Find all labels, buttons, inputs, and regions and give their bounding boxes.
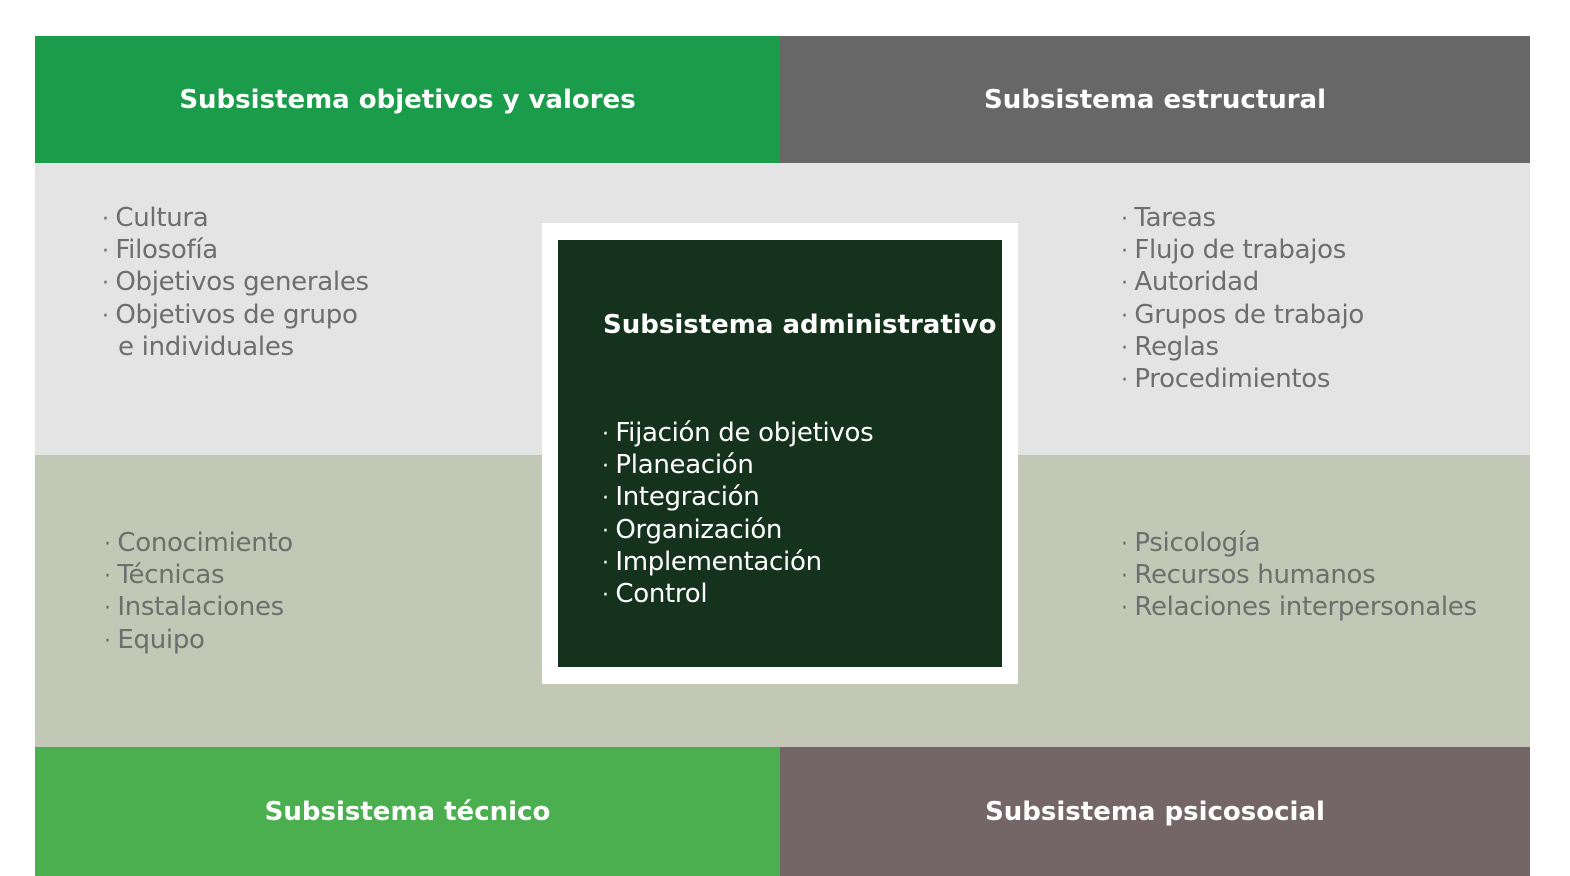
list-item: Planeación (602, 450, 873, 482)
list-item: Autoridad (1121, 267, 1364, 299)
list-item: Objetivos generales (102, 267, 369, 299)
list-psicosocial: Psicología Recursos humanos Relaciones i… (1121, 528, 1477, 625)
list-item: Grupos de trabajo (1121, 300, 1364, 332)
list-item: Flujo de trabajos (1121, 235, 1364, 267)
list-objetivos-valores: Cultura Filosofía Objetivos generales Ob… (102, 203, 369, 364)
header-title: Subsistema estructural (984, 84, 1326, 115)
header-estructural: Subsistema estructural (780, 36, 1530, 163)
list-item: Filosofía (102, 235, 369, 267)
list-item: Tareas (1121, 203, 1364, 235)
header-psicosocial: Subsistema psicosocial (780, 747, 1530, 876)
list-item: Técnicas (104, 560, 293, 592)
list-item: Reglas (1121, 332, 1364, 364)
list-administrativo: Fijación de objetivos Planeación Integra… (602, 418, 873, 611)
list-item: Recursos humanos (1121, 560, 1477, 592)
list-item: Equipo (104, 625, 293, 657)
list-tecnico: Conocimiento Técnicas Instalaciones Equi… (104, 528, 293, 657)
list-item: Psicología (1121, 528, 1477, 560)
list-item: Fijación de objetivos (602, 418, 873, 450)
list-item-continuation: e individuales (118, 331, 294, 362)
center-title: Subsistema administrativo (603, 310, 997, 340)
header-objetivos-valores: Subsistema objetivos y valores (35, 36, 780, 163)
list-item: Conocimiento (104, 528, 293, 560)
list-item: Relaciones interpersonales (1121, 592, 1477, 624)
list-item: Procedimientos (1121, 364, 1364, 396)
header-title: Subsistema objetivos y valores (179, 84, 636, 115)
header-title: Subsistema psicosocial (985, 796, 1325, 827)
list-item: Implementación (602, 547, 873, 579)
list-item: Control (602, 579, 873, 611)
header-title: Subsistema técnico (264, 796, 551, 827)
list-item: Integración (602, 482, 873, 514)
list-item: Objetivos de grupo (102, 300, 369, 332)
list-item: Organización (602, 515, 873, 547)
list-item: Cultura (102, 203, 369, 235)
header-tecnico: Subsistema técnico (35, 747, 780, 876)
list-estructural: Tareas Flujo de trabajos Autoridad Grupo… (1121, 203, 1364, 396)
list-item: Instalaciones (104, 592, 293, 624)
center-administrativo: Subsistema administrativo Fijación de ob… (558, 240, 1002, 667)
